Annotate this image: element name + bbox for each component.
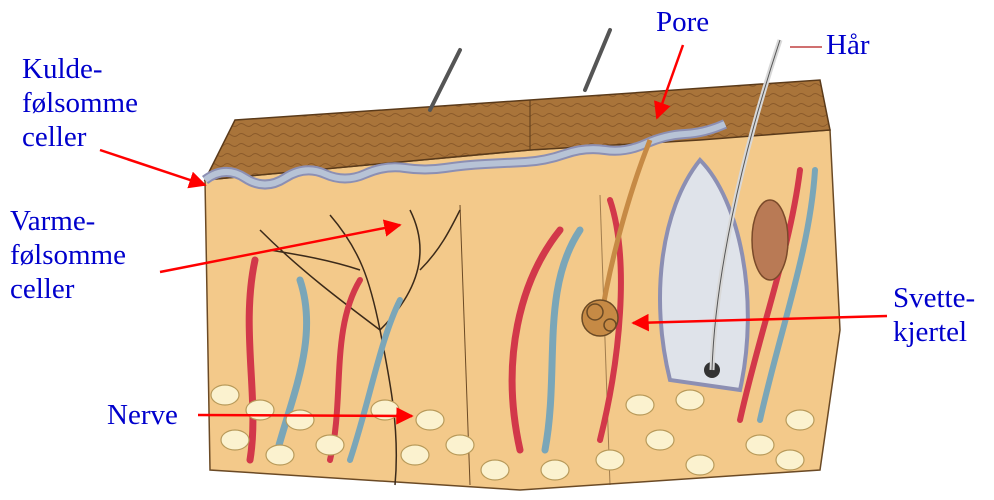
label-sweat-line1: Svette-: [893, 281, 975, 315]
label-nerve: Nerve: [107, 398, 178, 432]
label-warm-line2: følsomme: [10, 238, 126, 272]
label-hair: Hår: [826, 28, 869, 62]
label-pore: Pore: [656, 5, 709, 39]
label-sweat-line2: kjertel: [893, 315, 975, 349]
label-cold-line3: celler: [22, 120, 138, 154]
label-warm-line3: celler: [10, 272, 126, 306]
label-sweat-gland: Svette- kjertel: [893, 281, 975, 349]
label-cold-sensitive-cells: Kulde- følsomme celler: [22, 52, 138, 154]
arrow-icon: [198, 415, 412, 416]
arrow-icon: [100, 150, 205, 185]
label-cold-line1: Kulde-: [22, 52, 138, 86]
label-warm-sensitive-cells: Varme- følsomme celler: [10, 204, 126, 306]
label-cold-line2: følsomme: [22, 86, 138, 120]
label-warm-line1: Varme-: [10, 204, 126, 238]
